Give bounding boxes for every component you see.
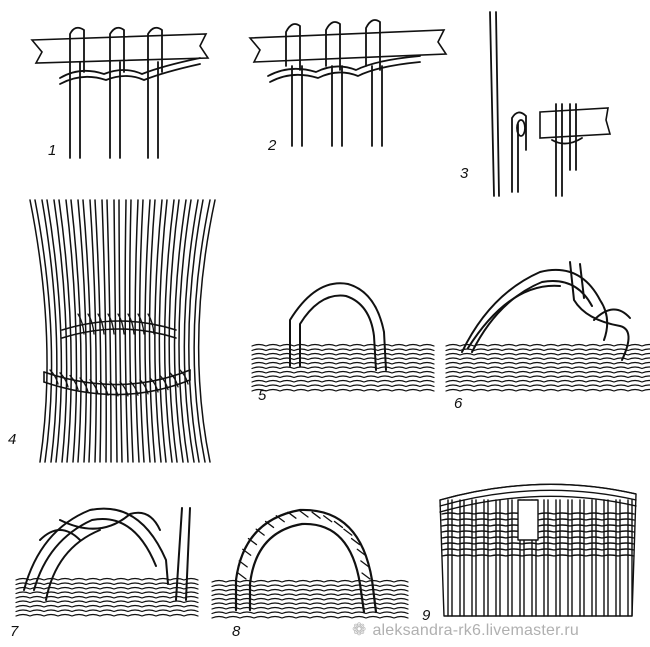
figure-4-illustration [29, 199, 216, 463]
figure-8-illustration [211, 508, 409, 619]
figure-label-9: 9 [422, 607, 431, 624]
figure-7-illustration [15, 507, 199, 617]
figure-label-1: 1 [48, 142, 57, 159]
figure-1-illustration [30, 26, 210, 159]
watermark: ❁ aleksandra-rk6.livemaster.ru [352, 620, 579, 640]
figure-label-3: 3 [460, 165, 469, 182]
figure-label-5: 5 [258, 387, 267, 404]
figure-label-6: 6 [454, 395, 463, 412]
watermark-text: aleksandra-rk6.livemaster.ru [372, 622, 580, 639]
figure-9-illustration [439, 483, 637, 617]
figure-3-illustration [489, 11, 612, 197]
figure-2-illustration [248, 19, 448, 147]
flower-icon: ❁ [352, 620, 367, 639]
figure-label-4: 4 [8, 431, 17, 448]
figure-label-7: 7 [10, 623, 19, 640]
figure-label-2: 2 [268, 137, 277, 154]
figure-6-illustration [445, 261, 650, 392]
figure-5-illustration [251, 282, 435, 392]
figure-label-8: 8 [232, 623, 241, 640]
